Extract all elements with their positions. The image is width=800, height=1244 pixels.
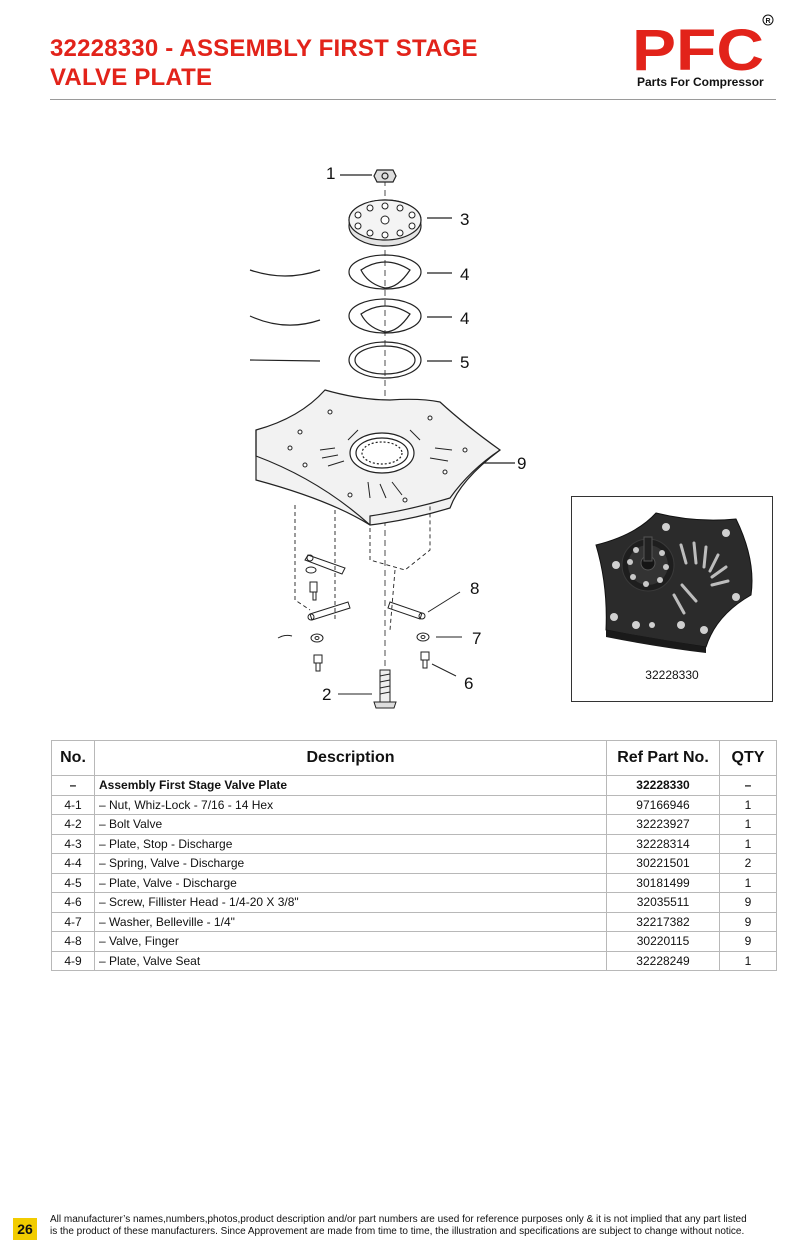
parts-table: No. Description Ref Part No. QTY – Assem… <box>51 740 777 971</box>
col-header-ref: Ref Part No. <box>606 740 720 776</box>
callout-9: 9 <box>517 454 527 473</box>
cell-description: – Screw, Fillister Head - 1/4-20 X 3/8" <box>94 892 607 913</box>
callout-6: 6 <box>464 674 474 693</box>
cell-description: Assembly First Stage Valve Plate <box>94 775 607 796</box>
lower-assembly-part <box>294 505 431 631</box>
cell-description: – Spring, Valve - Discharge <box>94 853 607 874</box>
cell-qty: 9 <box>719 892 777 913</box>
cell-ref: 32228249 <box>606 950 720 971</box>
callout-3: 3 <box>460 210 470 229</box>
cell-description: – Valve, Finger <box>94 931 607 952</box>
cell-no: 4-1 <box>51 794 95 815</box>
cell-qty: 9 <box>719 931 777 952</box>
screw-part <box>309 581 457 677</box>
logo-wordmark: PFC <box>632 18 764 83</box>
stop-plate-part <box>348 199 452 247</box>
product-photo: 32228330 <box>571 496 773 702</box>
cell-no: 4-5 <box>51 872 95 893</box>
title-line-1: 32228330 - ASSEMBLY FIRST STAGE <box>50 35 478 62</box>
cell-no: 4-2 <box>51 814 95 835</box>
callout-4b: 4 <box>460 309 470 328</box>
cell-ref: 32035511 <box>606 892 720 913</box>
cell-no: – <box>51 775 95 796</box>
cell-description: – Plate, Stop - Discharge <box>94 833 607 854</box>
cell-ref: 32228330 <box>606 775 720 796</box>
pfc-logo: PFC R <box>632 14 774 83</box>
exploded-diagram <box>249 169 515 710</box>
cell-qty: 1 <box>719 794 777 815</box>
cell-description: – Nut, Whiz-Lock - 7/16 - 14 Hex <box>94 794 607 815</box>
logo-tagline: Parts For Compressor <box>637 75 764 89</box>
cell-qty: 2 <box>719 853 777 874</box>
washer-part <box>277 566 462 643</box>
cell-qty: – <box>719 775 777 796</box>
valve-seat-plate-part <box>255 389 515 526</box>
cell-description: – Washer, Belleville - 1/4" <box>94 911 607 932</box>
col-header-no: No. <box>51 740 95 776</box>
photo-caption: 32228330 <box>645 668 699 682</box>
table-row: 4-3 – Plate, Stop - Discharge 32228314 1 <box>51 833 777 854</box>
callout-8: 8 <box>470 579 480 598</box>
callout-2: 2 <box>322 685 332 704</box>
finger-valve-part <box>304 554 461 621</box>
table-row: 4-2 – Bolt Valve 32223927 1 <box>51 814 777 835</box>
cell-qty: 1 <box>719 872 777 893</box>
cell-no: 4-4 <box>51 853 95 874</box>
nut-part <box>340 169 397 183</box>
cell-ref: 30220115 <box>606 931 720 952</box>
spring-part-2 <box>249 298 452 334</box>
table-row: 4-8 – Valve, Finger 30220115 9 <box>51 931 777 952</box>
cell-description: – Bolt Valve <box>94 814 607 835</box>
table-header-row: No. Description Ref Part No. QTY <box>51 740 777 776</box>
registered-mark-icon <box>762 14 774 26</box>
header-divider <box>50 99 776 100</box>
cell-qty: 9 <box>719 911 777 932</box>
callout-7: 7 <box>472 629 482 648</box>
disclaimer: All manufacturer’s names,numbers,photos,… <box>50 1214 780 1238</box>
cell-no: 4-3 <box>51 833 95 854</box>
cell-no: 4-9 <box>51 950 95 971</box>
spring-part-1 <box>249 254 452 290</box>
disclaimer-line-1: All manufacturer’s names,numbers,photos,… <box>50 1214 747 1225</box>
cell-qty: 1 <box>719 950 777 971</box>
valve-plate-photo-image <box>595 512 753 653</box>
table-row: – Assembly First Stage Valve Plate 32228… <box>51 775 777 796</box>
table-row: 4-5 – Plate, Valve - Discharge 30181499 … <box>51 872 777 893</box>
cell-ref: 32228314 <box>606 833 720 854</box>
table-row: 4-7 – Washer, Belleville - 1/4" 32217382… <box>51 911 777 932</box>
cell-qty: 1 <box>719 833 777 854</box>
cell-description: – Plate, Valve - Discharge <box>94 872 607 893</box>
cell-no: 4-8 <box>51 931 95 952</box>
cell-ref: 32217382 <box>606 911 720 932</box>
cell-no: 4-7 <box>51 911 95 932</box>
bolt-part <box>338 669 397 709</box>
cell-qty: 1 <box>719 814 777 835</box>
table-row: 4-4 – Spring, Valve - Discharge 30221501… <box>51 853 777 874</box>
valve-disc-part <box>249 341 452 379</box>
cell-description: – Plate, Valve Seat <box>94 950 607 971</box>
cell-no: 4-6 <box>51 892 95 913</box>
disclaimer-line-2: is the product of these manufacturers. S… <box>50 1226 745 1237</box>
callout-5: 5 <box>460 353 470 372</box>
table-row: 4-6 – Screw, Fillister Head - 1/4-20 X 3… <box>51 892 777 913</box>
cell-ref: 30181499 <box>606 872 720 893</box>
col-header-description: Description <box>94 740 607 776</box>
page-number: 26 <box>13 1218 37 1240</box>
cell-ref: 32223927 <box>606 814 720 835</box>
svg-text:R: R <box>765 18 770 25</box>
col-header-qty: QTY <box>719 740 777 776</box>
cell-ref: 97166946 <box>606 794 720 815</box>
cell-ref: 30221501 <box>606 853 720 874</box>
page-title: 32228330 - ASSEMBLY FIRST STAGE VALVE PL… <box>50 34 478 92</box>
table-row: 4-9 – Plate, Valve Seat 32228249 1 <box>51 950 777 971</box>
table-row: 4-1 – Nut, Whiz-Lock - 7/16 - 14 Hex 971… <box>51 794 777 815</box>
callout-1: 1 <box>326 164 336 183</box>
title-line-2: VALVE PLATE <box>50 64 213 91</box>
callout-4a: 4 <box>460 265 470 284</box>
